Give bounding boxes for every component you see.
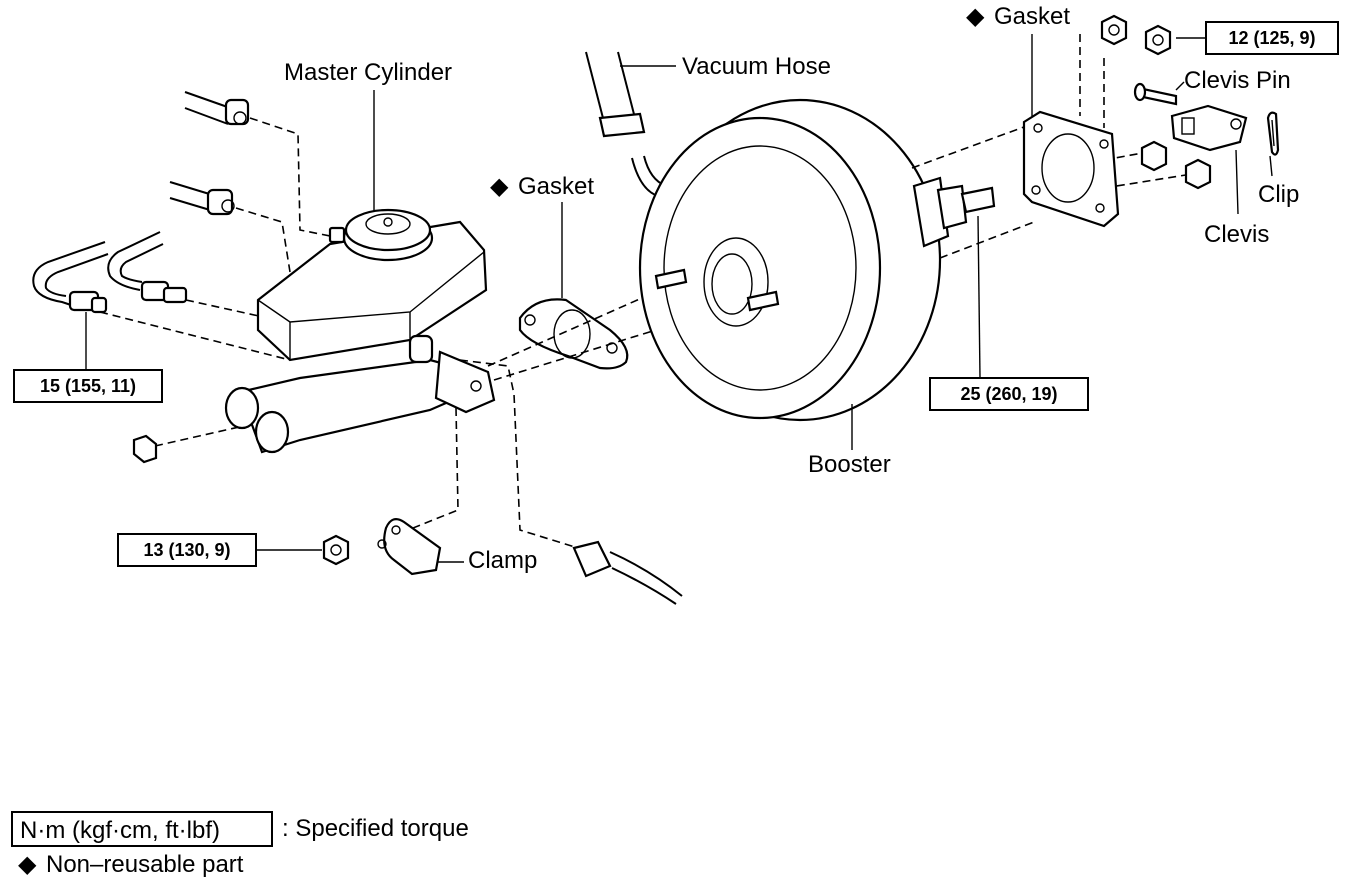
guide-gasket-upper — [487, 289, 661, 367]
brake-line-upper-left — [184, 91, 250, 126]
label-clip: Clip — [1258, 181, 1299, 208]
master-cylinder — [224, 208, 496, 454]
legend: N·m (kgf·cm, ft·lbf) : Specified torque … — [11, 811, 469, 878]
torque-brake-lines: 15 (155, 11) — [40, 376, 136, 396]
non-reusable-marker-gasket-right: ◆ — [966, 3, 985, 30]
sensor-connector — [572, 540, 683, 605]
legend-torque-text: : Specified torque — [282, 815, 469, 842]
torque-box-clamp-nut: 13 (130, 9) — [117, 533, 257, 567]
legend-torque-units: N·m (kgf·cm, ft·lbf) — [20, 817, 220, 844]
legend-torque-box — [11, 811, 273, 847]
label-vacuum-hose: Vacuum Hose — [682, 53, 831, 80]
label-clamp: Clamp — [468, 547, 537, 574]
brake-line-mid-left — [169, 181, 235, 216]
brake-line-lower-left-a — [32, 241, 109, 314]
guide-booster-upper — [911, 123, 1033, 169]
label-clevis-pin: Clevis Pin — [1184, 67, 1291, 94]
right-gasket — [1022, 110, 1120, 228]
label-gasket-right: Gasket — [994, 3, 1070, 30]
nut-low-right — [1184, 158, 1212, 190]
clevis-pin — [1133, 82, 1178, 106]
nut-clamp — [322, 534, 350, 566]
nut-left — [132, 434, 158, 464]
center-gasket — [518, 298, 629, 370]
leader-lines — [85, 34, 1273, 563]
torque-booster-nut: 25 (260, 19) — [960, 384, 1057, 404]
guide-sensor — [459, 359, 579, 549]
torque-box-clevis-nut: 12 (125, 9) — [1205, 21, 1339, 55]
nut-mid-right — [1140, 140, 1168, 172]
vacuum-hose — [585, 51, 679, 199]
label-gasket-center: Gasket — [518, 173, 594, 200]
non-reusable-marker-gasket-center: ◆ — [490, 173, 509, 200]
legend-non-reusable-marker: ◆ — [18, 851, 37, 878]
legend-non-reusable-text: Non–reusable part — [46, 851, 244, 878]
clamp — [377, 518, 442, 576]
label-clevis: Clevis — [1204, 221, 1269, 248]
clip — [1266, 111, 1280, 156]
nut-top-2 — [1144, 24, 1172, 56]
label-master-cylinder: Master Cylinder — [284, 59, 452, 86]
brake-line-lower-left-b — [107, 231, 188, 304]
torque-box-brake-lines: 15 (155, 11) — [13, 369, 163, 403]
guide-booster-lower — [939, 221, 1035, 259]
guide-nut-right-lower — [1103, 173, 1193, 189]
nut-top-1 — [1100, 14, 1128, 46]
torque-box-booster-nut: 25 (260, 19) — [929, 377, 1089, 411]
label-booster: Booster — [808, 451, 891, 478]
torque-clevis-nut: 12 (125, 9) — [1228, 28, 1315, 48]
clevis — [1170, 104, 1248, 152]
booster — [638, 98, 996, 422]
guide-clamp — [407, 407, 459, 531]
torque-clamp-nut: 13 (130, 9) — [143, 540, 230, 560]
